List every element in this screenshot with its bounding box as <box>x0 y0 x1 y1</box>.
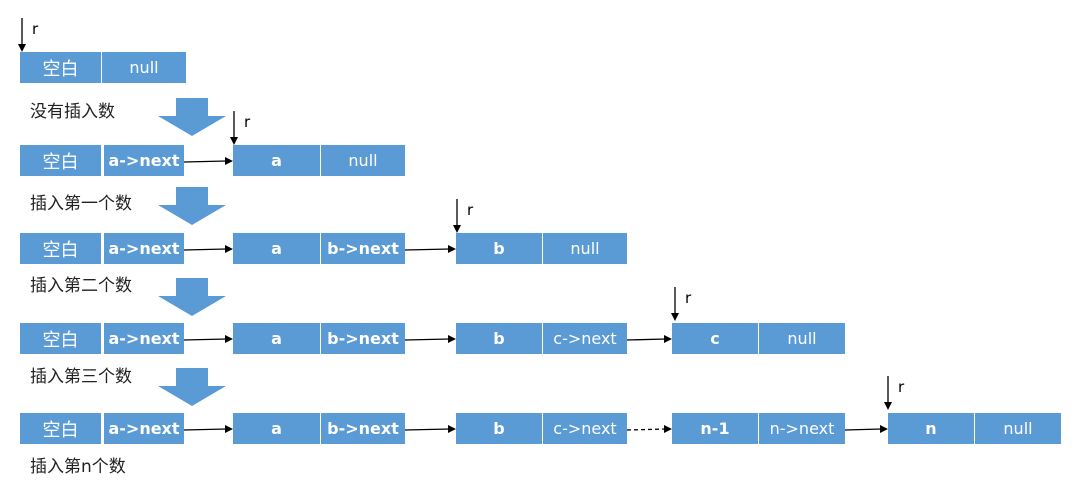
r-pointer-label: r <box>32 20 39 38</box>
step-down-arrow <box>158 187 226 225</box>
next-link-arrow <box>183 428 228 431</box>
r-pointer-label: r <box>898 378 905 396</box>
list-node-cell: c->next <box>543 413 627 444</box>
list-node-cell: 空白 <box>20 233 101 264</box>
next-link-arrow <box>183 338 228 341</box>
step-caption: 插入第一个数 <box>30 194 132 214</box>
list-node-cell: n->next <box>759 413 845 444</box>
list-node-cell: 空白 <box>20 323 101 354</box>
step-caption: 插入第二个数 <box>30 276 132 296</box>
list-node-cell: a <box>233 145 320 176</box>
next-link-arrow <box>844 428 883 431</box>
list-node-cell: b->next <box>321 413 405 444</box>
list-node-cell: c->next <box>543 323 627 354</box>
next-link-arrow <box>626 338 667 341</box>
r-pointer-label: r <box>685 289 692 307</box>
r-pointer-arrowhead <box>18 44 26 52</box>
next-link-arrow <box>404 248 451 251</box>
list-node-cell: 空白 <box>20 145 101 176</box>
next-link-arrowhead <box>225 425 233 433</box>
list-node-cell: 空白 <box>20 413 101 444</box>
r-pointer-arrowhead <box>884 402 892 410</box>
r-pointer-arrowhead <box>671 313 679 321</box>
list-node-cell: a <box>233 323 320 354</box>
next-link-arrowhead <box>664 425 672 433</box>
next-link-arrowhead <box>880 425 888 433</box>
r-pointer-label: r <box>467 201 474 219</box>
list-node-cell: b <box>456 413 542 444</box>
next-link-arrowhead <box>664 335 672 343</box>
r-pointer-arrowhead <box>230 137 238 145</box>
step-down-arrow <box>158 278 226 316</box>
next-link-arrowhead <box>225 335 233 343</box>
next-link-arrow <box>404 338 451 341</box>
list-node-cell: a <box>233 233 320 264</box>
next-link-arrowhead <box>448 245 456 253</box>
step-caption: 插入第三个数 <box>30 367 132 387</box>
list-node-cell: null <box>975 413 1061 444</box>
next-link-arrow <box>626 428 667 431</box>
next-link-arrowhead <box>225 245 233 253</box>
list-node-cell: c <box>672 323 758 354</box>
next-link-arrow <box>183 248 228 251</box>
step-down-arrow <box>158 368 226 406</box>
next-link-arrowhead <box>448 335 456 343</box>
step-down-arrow <box>158 98 226 136</box>
list-node-cell: b <box>456 323 542 354</box>
step-caption: 没有插入数 <box>30 102 115 122</box>
list-node-cell: n <box>888 413 974 444</box>
list-node-cell: null <box>543 233 627 264</box>
list-node-cell: a->next <box>104 323 184 354</box>
list-node-cell: a <box>233 413 320 444</box>
list-node-cell: a->next <box>104 413 184 444</box>
list-node-cell: b->next <box>321 233 405 264</box>
list-node-cell: a->next <box>104 145 184 176</box>
next-link-arrow <box>404 428 451 431</box>
list-node-cell: null <box>321 145 405 176</box>
list-node-cell: null <box>759 323 845 354</box>
list-node-cell: 空白 <box>20 52 101 83</box>
step-caption: 插入第n个数 <box>30 457 126 477</box>
list-node-cell: null <box>102 52 186 83</box>
next-link-arrow <box>183 160 228 163</box>
r-pointer-arrowhead <box>453 225 461 233</box>
list-node-cell: b <box>456 233 542 264</box>
list-node-cell: n-1 <box>672 413 758 444</box>
list-node-cell: b->next <box>321 323 405 354</box>
list-node-cell: a->next <box>104 233 184 264</box>
next-link-arrowhead <box>448 425 456 433</box>
next-link-arrowhead <box>225 157 233 165</box>
r-pointer-label: r <box>244 113 251 131</box>
